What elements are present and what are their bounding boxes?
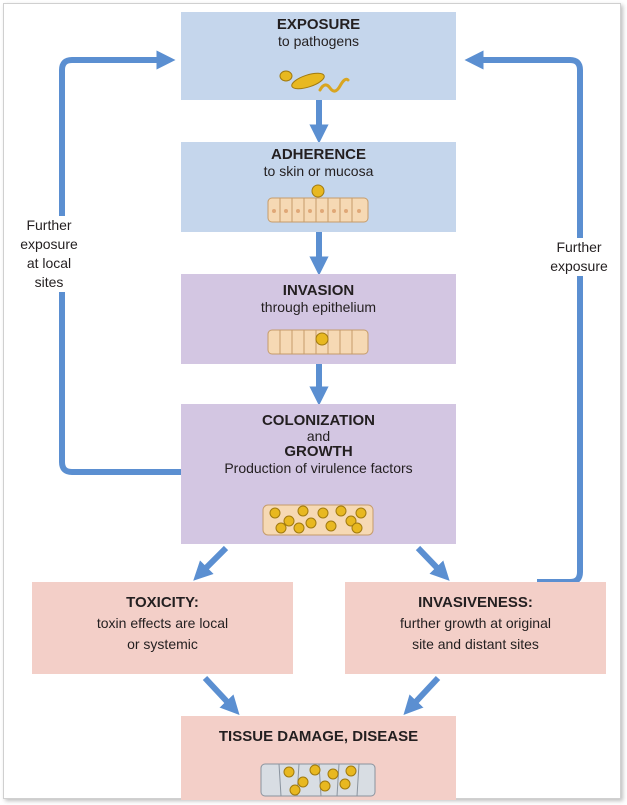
epithelium-adherence-icon: [267, 184, 369, 223]
left-loop-label-line1: Further: [26, 217, 72, 233]
growth-title: GROWTH: [284, 443, 353, 460]
colonization-connector: and: [306, 428, 331, 444]
invasion-title: INVASION: [282, 282, 355, 299]
loop-right-further-exposure: [464, 50, 583, 585]
invasiveness-title: INVASIVENESS:: [418, 594, 533, 611]
right-loop-label: Further exposure: [538, 238, 620, 276]
colonized-epithelium-icon: [262, 504, 374, 536]
arrow-colonization-to-invasiveness: [415, 545, 450, 581]
colonization-box: COLONIZATION and GROWTH Production of vi…: [181, 404, 456, 544]
exposure-box: EXPOSURE to pathogens: [181, 12, 456, 100]
arrow-toxicity-to-damage: [202, 675, 240, 716]
toxicity-box: TOXICITY: toxin effects are local or sys…: [32, 582, 293, 674]
right-loop-label-line1: Further: [556, 239, 602, 255]
right-loop-label-line2: exposure: [550, 258, 608, 274]
toxicity-line2: or systemic: [127, 636, 198, 652]
invasion-box: INVASION through epithelium: [181, 274, 456, 364]
toxicity-line1: toxin effects are local: [96, 615, 229, 631]
toxicity-title: TOXICITY:: [126, 594, 199, 611]
adherence-subtitle: to skin or mucosa: [263, 163, 374, 179]
epithelium-invasion-icon: [267, 329, 369, 355]
left-loop-label: Further exposure at local sites: [10, 216, 88, 292]
tissue-damage-box: TISSUE DAMAGE, DISEASE: [181, 716, 456, 800]
colonization-subtitle: Production of virulence factors: [224, 460, 413, 476]
left-loop-label-line4: sites: [34, 274, 64, 290]
arrow-invasiveness-to-damage: [403, 675, 441, 716]
colonization-title: COLONIZATION: [261, 412, 376, 429]
exposure-subtitle: to pathogens: [278, 33, 359, 49]
invasion-subtitle: through epithelium: [260, 299, 377, 315]
invasiveness-line1: further growth at original: [400, 615, 551, 631]
arrow-colonization-to-toxicity: [193, 545, 229, 581]
left-loop-label-line3: at local: [26, 255, 72, 271]
adherence-title: ADHERENCE: [270, 146, 366, 163]
invasiveness-line2: site and distant sites: [412, 636, 539, 652]
adherence-box: ADHERENCE to skin or mucosa: [181, 142, 456, 232]
tissue-damage-title: TISSUE DAMAGE, DISEASE: [218, 728, 419, 745]
exposure-title: EXPOSURE: [276, 16, 361, 33]
pathogens-icon: [279, 70, 350, 93]
left-loop-label-line2: exposure: [20, 236, 78, 252]
invasiveness-box: INVASIVENESS: further growth at original…: [345, 582, 606, 674]
damaged-tissue-icon: [260, 763, 376, 797]
